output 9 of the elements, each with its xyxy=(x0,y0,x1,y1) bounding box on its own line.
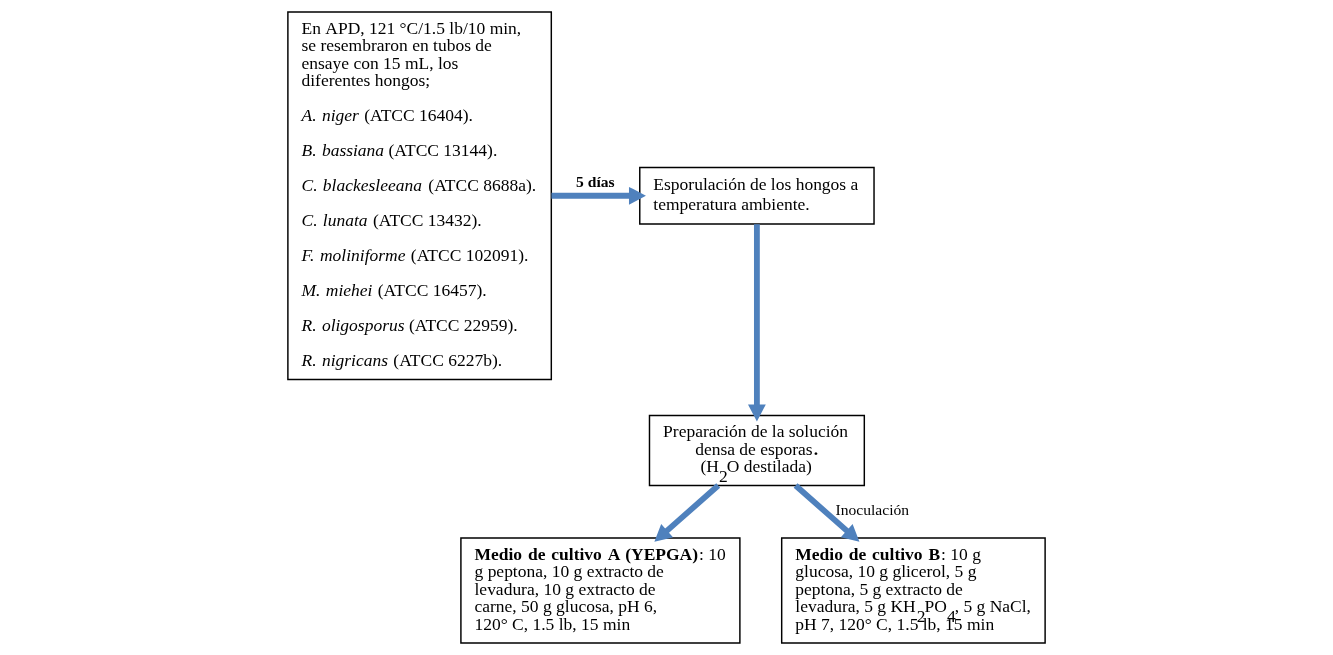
edge-label: Inoculación xyxy=(835,501,910,519)
node-box: En APD, 121 °C/1.5 lb/10 min, se resembraron en tubos de ensaye con 15 mL, los diferentes hongos; A. niger (ATCC 16404). B. bassiana (ATCC 13144). C. blackesleeana (ATCC 8688a). C. lunata (ATCC 13432). F. moliniforme (ATCC 102091). M. miehei (ATCC 16457). R. oligosporus (ATCC 22959). R. nigricans (ATCC 6227b). xyxy=(287,11,553,381)
arrow xyxy=(748,224,766,422)
node-box: Medio de cultivo A (YEPGA): 10 g peptona, 10 g extracto de levadura, 10 g extracto de carne, 50 g glucosa, pH 6, 120° C, 1.5 lb, 15 min xyxy=(460,537,741,644)
arrow xyxy=(551,186,646,205)
edge-label: 5 días xyxy=(576,172,615,190)
node-box: Esporulación de los hongos a temperatura ambiente. xyxy=(639,166,875,225)
arrow xyxy=(654,483,721,542)
arrow xyxy=(793,483,860,542)
